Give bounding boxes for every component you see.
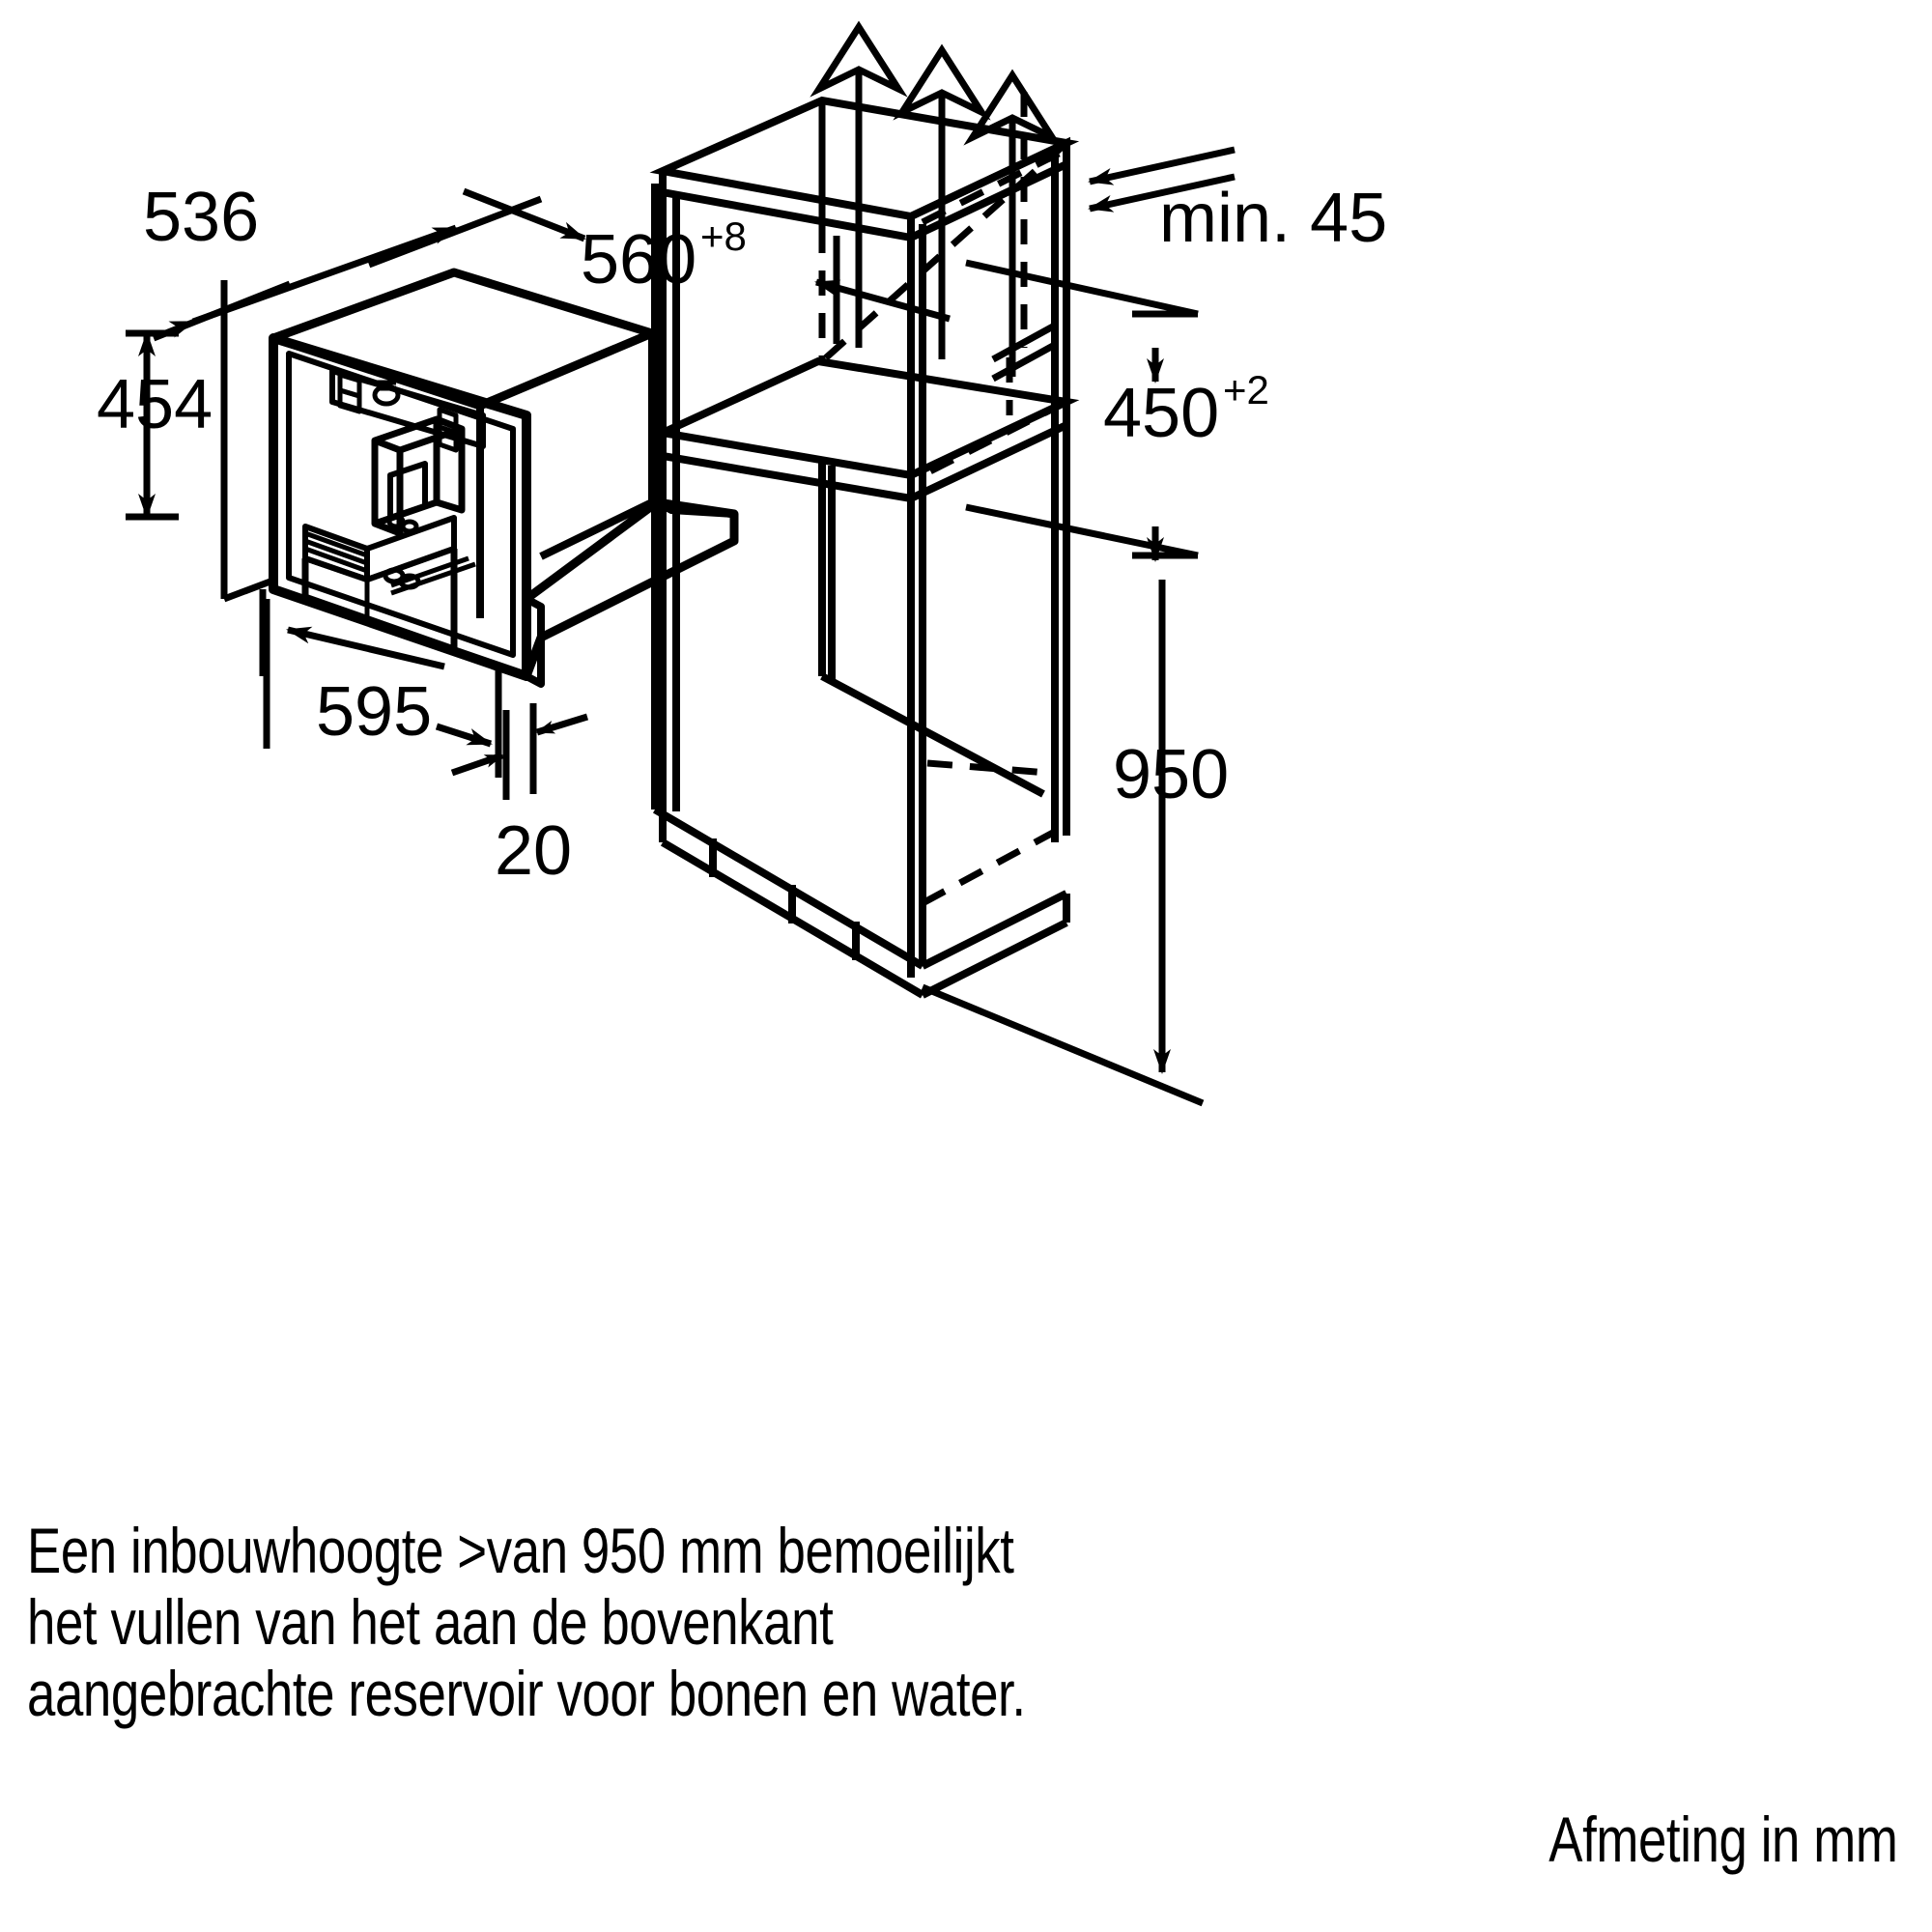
- dim-450: [965, 259, 1199, 562]
- caption-block: Een inbouwhoogte >van 950 mm bemoeilijkt…: [27, 1515, 1882, 1729]
- dim-454-label: 454: [97, 366, 213, 443]
- dim-560-arrow-left: [462, 187, 586, 242]
- dim-450-label: 450: [1103, 375, 1219, 452]
- dim-560: [462, 100, 951, 344]
- drip-tray-front: [301, 549, 458, 653]
- dim-950: [921, 580, 1205, 1107]
- caption-line-2: het vullen van het aan de bovenkant: [27, 1586, 834, 1658]
- cabinet-interior-floor-line: [820, 672, 1045, 798]
- caption-line-1: Een inbouwhoogte >van 950 mm bemoeilijkt: [27, 1515, 1014, 1586]
- dim-20-arrow-right: [535, 713, 589, 736]
- dim-560-tolerance: +8: [700, 213, 747, 259]
- niche-bottom-shelf-face: [649, 356, 1080, 480]
- dim-950-floor-leader: [921, 983, 1205, 1107]
- caption-line-3: aangebrachte reservoir voor bonen en wat…: [27, 1658, 1026, 1729]
- ventilation-arrow-3: [963, 69, 1062, 377]
- rear-plate-lines: [991, 323, 1055, 383]
- dim-450-tolerance: +2: [1223, 367, 1269, 412]
- dim-595-arrow-left: [286, 626, 445, 670]
- dim-595-arrow-right: [435, 723, 493, 748]
- dim-595: [263, 599, 502, 778]
- coffee-machine: [269, 268, 739, 688]
- dim-454: [126, 329, 179, 521]
- tray-indicator-2: [398, 573, 421, 590]
- units-note: Afmeting in mm: [1548, 1804, 1898, 1875]
- dim-20: [450, 703, 589, 800]
- dim-min45-label: min. 45: [1159, 180, 1387, 257]
- leader-lines-left: [220, 280, 277, 676]
- dim-min45-arrow-b: [1088, 173, 1236, 213]
- dim-536-label: 536: [143, 179, 259, 256]
- dim-min45: [1088, 146, 1236, 213]
- dim-min45-arrow-a: [1088, 146, 1236, 185]
- dim-536-line: [168, 224, 458, 338]
- dim-560-label: 560: [581, 221, 696, 298]
- dim-595-label: 595: [316, 673, 432, 751]
- spout-outlet: [387, 461, 428, 521]
- dim-20-arrow-left: [450, 752, 504, 777]
- panel-button-2: [337, 387, 362, 414]
- dim-950-label: 950: [1113, 736, 1229, 813]
- dim-20-label: 20: [495, 812, 572, 890]
- control-panel: [329, 368, 486, 449]
- machine-open-door: [522, 497, 739, 681]
